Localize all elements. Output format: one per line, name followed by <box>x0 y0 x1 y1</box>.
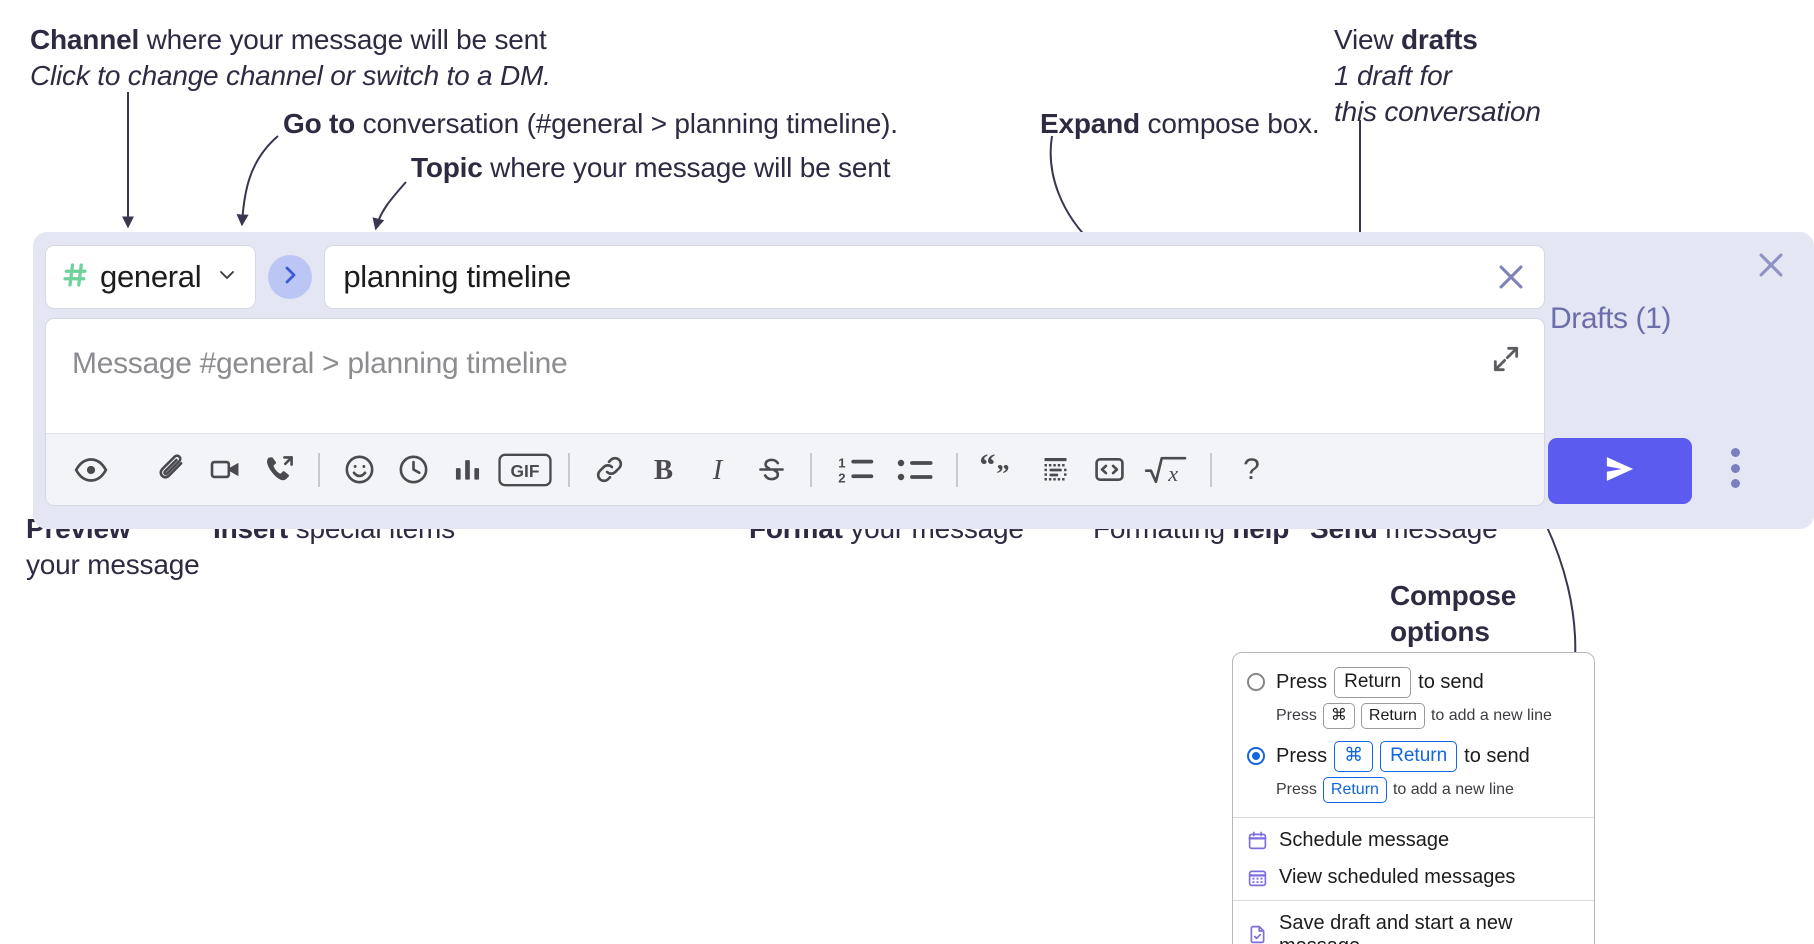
key-return: Return <box>1334 667 1412 698</box>
chevron-right-icon <box>278 263 302 292</box>
menu-item-label: Schedule message <box>1279 828 1450 851</box>
menu-item-schedule-message[interactable]: Schedule message <box>1233 822 1594 859</box>
document-check-icon <box>1247 924 1268 944</box>
svg-text:x: x <box>1167 461 1178 486</box>
send-icon <box>1599 448 1641 495</box>
help-label: ? <box>1243 453 1260 486</box>
send-button[interactable] <box>1548 438 1692 504</box>
sub-press-label: Press <box>1276 780 1317 798</box>
send-behaviour-options: Press Return to send Press ⌘ Return to a… <box>1233 653 1594 817</box>
channel-picker[interactable]: general <box>45 245 257 309</box>
menu-item-save-draft[interactable]: Save draft and start a new message <box>1233 905 1594 944</box>
help-icon[interactable]: ? <box>1224 443 1278 497</box>
more-options-icon[interactable] <box>1718 448 1752 488</box>
radio-option-return-to-send[interactable]: Press Return to send <box>1233 663 1594 698</box>
radio-tail-label: to send <box>1464 744 1530 767</box>
menu-divider <box>1233 816 1594 818</box>
topic-input[interactable]: planning timeline <box>324 245 1545 309</box>
radio-press-label: Press <box>1276 744 1328 767</box>
radio-button-selected[interactable] <box>1247 747 1265 766</box>
annotation-drafts: View drafts 1 draft for this conversatio… <box>1334 24 1541 127</box>
latex-icon[interactable]: x <box>1136 443 1198 497</box>
emoji-icon[interactable] <box>332 443 386 497</box>
clock-icon[interactable] <box>386 443 440 497</box>
toolbar-divider <box>1210 452 1212 487</box>
menu-item-label: Save draft and start a new message <box>1279 911 1513 944</box>
bulleted-list-icon[interactable] <box>886 443 944 497</box>
phone-icon[interactable] <box>252 443 306 497</box>
svg-text:”: ” <box>996 458 1009 486</box>
sub-press-label: Press <box>1276 706 1317 724</box>
calendar-grid-icon <box>1247 867 1268 888</box>
chevron-down-icon <box>215 263 239 292</box>
compose-options-menu: Press Return to send Press ⌘ Return to a… <box>1232 652 1595 944</box>
annotation-expand: Expand compose box. <box>1040 108 1320 139</box>
link-icon[interactable] <box>582 443 636 497</box>
key-return: Return <box>1322 776 1387 803</box>
message-compose-box[interactable]: Message #general > planning timeline <box>45 318 1545 506</box>
poll-icon[interactable] <box>440 443 494 497</box>
sub-tail-label: to add a new line <box>1430 706 1552 724</box>
calendar-icon <box>1247 830 1268 851</box>
annotation-channel: Channel where your message will be sent … <box>30 24 551 91</box>
code-snippet-icon[interactable] <box>1082 443 1136 497</box>
key-command: ⌘ <box>1322 702 1355 729</box>
toolbar-divider <box>318 452 320 487</box>
compose-header-row: general planning timeline <box>45 244 1545 310</box>
toolbar-divider <box>956 452 958 487</box>
message-input[interactable]: Message #general > planning timeline <box>72 347 568 380</box>
ordered-one: 1 <box>838 455 845 470</box>
close-icon[interactable] <box>1754 248 1788 282</box>
topic-value: planning timeline <box>343 259 571 294</box>
key-return: Return <box>1380 740 1458 772</box>
radio-press-label: Press <box>1276 670 1328 693</box>
radio-button[interactable] <box>1247 673 1265 692</box>
blockquote-icon[interactable]: “ ” <box>970 443 1028 497</box>
key-command: ⌘ <box>1334 740 1374 772</box>
svg-text:“: “ <box>979 453 995 483</box>
video-icon[interactable] <box>198 443 252 497</box>
menu-divider <box>1233 899 1594 901</box>
compose-main-column: general planning timeline <box>45 244 1545 516</box>
goto-conversation-button[interactable] <box>268 255 313 299</box>
radio-option-cmd-return-subtext: Press Return to add a new line <box>1233 772 1594 805</box>
compose-panel: general planning timeline <box>33 232 1814 529</box>
ordered-list-icon[interactable]: 1 2 <box>824 443 886 497</box>
formatting-toolbar: GIF B <box>46 433 1544 505</box>
compose-right-column: Drafts (1) <box>1540 244 1790 516</box>
bold-icon[interactable]: B <box>636 443 690 497</box>
annotation-topic: Topic where your message will be sent <box>411 152 891 183</box>
code-block-icon[interactable] <box>1028 443 1082 497</box>
gif-label: GIF <box>511 460 540 480</box>
bold-label: B <box>653 454 672 486</box>
ordered-two: 2 <box>838 471 845 486</box>
radio-tail-label: to send <box>1418 670 1484 693</box>
radio-option-return-subtext: Press ⌘ Return to add a new line <box>1233 698 1594 731</box>
gif-icon[interactable]: GIF <box>494 443 556 497</box>
toolbar-divider <box>568 452 570 487</box>
attachment-icon[interactable] <box>144 443 198 497</box>
italic-label: I <box>711 454 723 486</box>
toolbar-divider <box>810 452 812 487</box>
radio-option-cmd-return-to-send[interactable]: Press ⌘ Return to send <box>1233 731 1594 772</box>
channel-name: general <box>100 259 202 294</box>
hash-icon <box>60 260 90 295</box>
menu-item-view-scheduled-messages[interactable]: View scheduled messages <box>1233 859 1594 896</box>
drafts-link[interactable]: Drafts (1) <box>1550 302 1672 335</box>
sub-tail-label: to add a new line <box>1392 780 1514 798</box>
italic-icon[interactable]: I <box>690 443 744 497</box>
annotation-goto: Go to conversation (#general > planning … <box>283 108 898 139</box>
expand-icon[interactable] <box>1490 343 1522 375</box>
menu-item-label: View scheduled messages <box>1279 865 1516 888</box>
strikethrough-icon[interactable] <box>744 443 798 497</box>
preview-icon[interactable] <box>64 443 118 497</box>
key-return: Return <box>1360 702 1425 729</box>
close-icon[interactable] <box>1494 260 1528 294</box>
